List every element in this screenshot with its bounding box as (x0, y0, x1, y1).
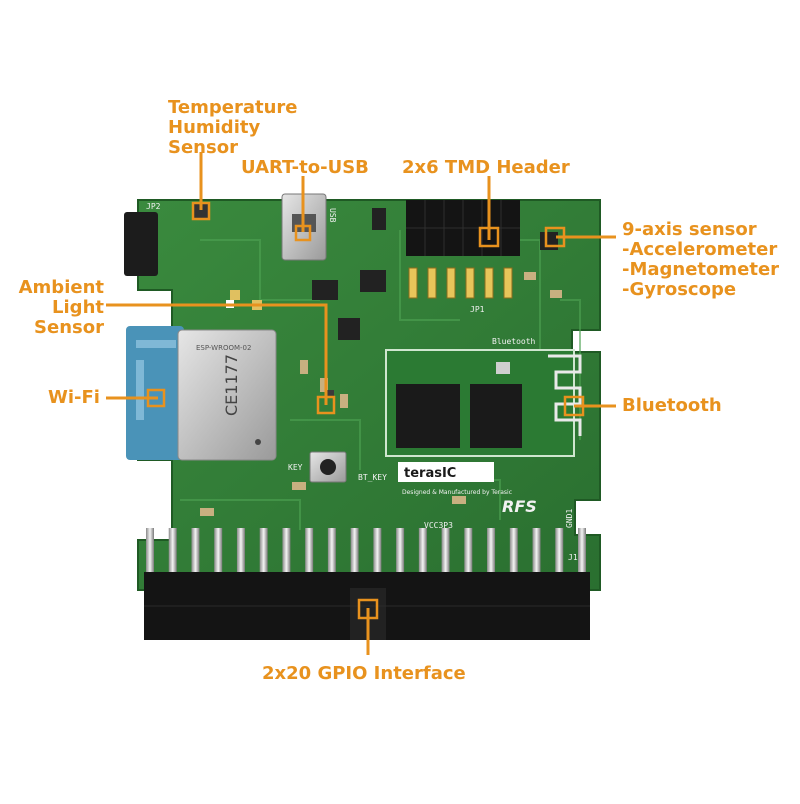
gpio-pin (532, 528, 541, 574)
callout-bluetooth: Bluetooth (622, 395, 722, 416)
gpio-pin (282, 528, 291, 574)
brand-logo-box (398, 462, 494, 482)
gpio-pin (373, 528, 382, 574)
gnd-silk: GND1 (565, 509, 574, 528)
brand-tagline: Designed & Manufactured by Terasic (402, 489, 512, 496)
bt-key-silk: BT_KEY (358, 473, 387, 482)
gpio-pins (146, 528, 586, 574)
gpio-pin (236, 528, 245, 574)
gpio-pin (305, 528, 314, 574)
callout-gpio-interface: 2x20 GPIO Interface (262, 663, 466, 684)
temp-marker (191, 201, 211, 221)
jp1-label: JP1 (470, 305, 485, 314)
key-silk: KEY (288, 463, 303, 472)
bluetooth-chip (396, 384, 460, 448)
temp-humidity-chip (193, 203, 209, 219)
callout-uart-to-usb: UART-to-USB (241, 157, 369, 178)
gpio-pin (578, 528, 586, 574)
callout-nine-axis-sensor: 9-axis sensor -Accelerometer -Magnetomet… (622, 219, 780, 300)
bluetooth-marker (563, 395, 585, 417)
gpio-pin (146, 528, 154, 574)
wifi-module-cert: CE1177 (222, 354, 241, 416)
gpio-marker (357, 598, 379, 620)
vcc3p3-silk: VCC3P3 (424, 521, 453, 530)
gpio-pin (555, 528, 564, 574)
callout-wifi: Wi-Fi (48, 387, 100, 408)
uart-marker (294, 224, 312, 242)
gpio-pin (441, 528, 450, 574)
wifi-antenna-pcb (126, 326, 184, 460)
nine-axis-marker (544, 226, 566, 248)
bluetooth-silk: Bluetooth (492, 337, 536, 346)
gpio-pin (327, 528, 336, 574)
product-name: RFS (502, 497, 537, 516)
gpio-pin (487, 528, 496, 574)
callout-temperature-humidity-sensor: Temperature Humidity Sensor (168, 97, 298, 158)
gpio-pin (168, 528, 177, 574)
gpio-pin (396, 528, 405, 574)
gpio-pin (509, 528, 518, 574)
callout-ambient-light-sensor: Ambient Light Sensor (18, 277, 104, 338)
ambient-marker (316, 395, 336, 415)
bluetooth-antenna-trace (548, 354, 582, 436)
gpio-pin (350, 528, 359, 574)
gpio-pin (418, 528, 427, 574)
ambient-line (106, 303, 328, 405)
jp2-label: JP2 (146, 202, 161, 211)
gpio-pin (191, 528, 200, 574)
j1-label: J1 (568, 553, 578, 562)
callout-tmd-header: 2x6 TMD Header (402, 157, 570, 178)
tmd-marker (478, 226, 500, 248)
jp2-connector (124, 212, 158, 276)
brand-logo: terasIC (404, 466, 456, 481)
wifi-marker (146, 388, 166, 408)
gpio-pin (214, 528, 223, 574)
wifi-module-shield (177, 329, 277, 461)
gpio-pin (259, 528, 268, 574)
callout-markers (146, 201, 585, 620)
usb-silk: USB (328, 208, 337, 223)
gpio-pin (464, 528, 473, 574)
wifi-module-text: ESP-WROOM-02 (196, 344, 251, 352)
callout-lines (106, 152, 616, 655)
